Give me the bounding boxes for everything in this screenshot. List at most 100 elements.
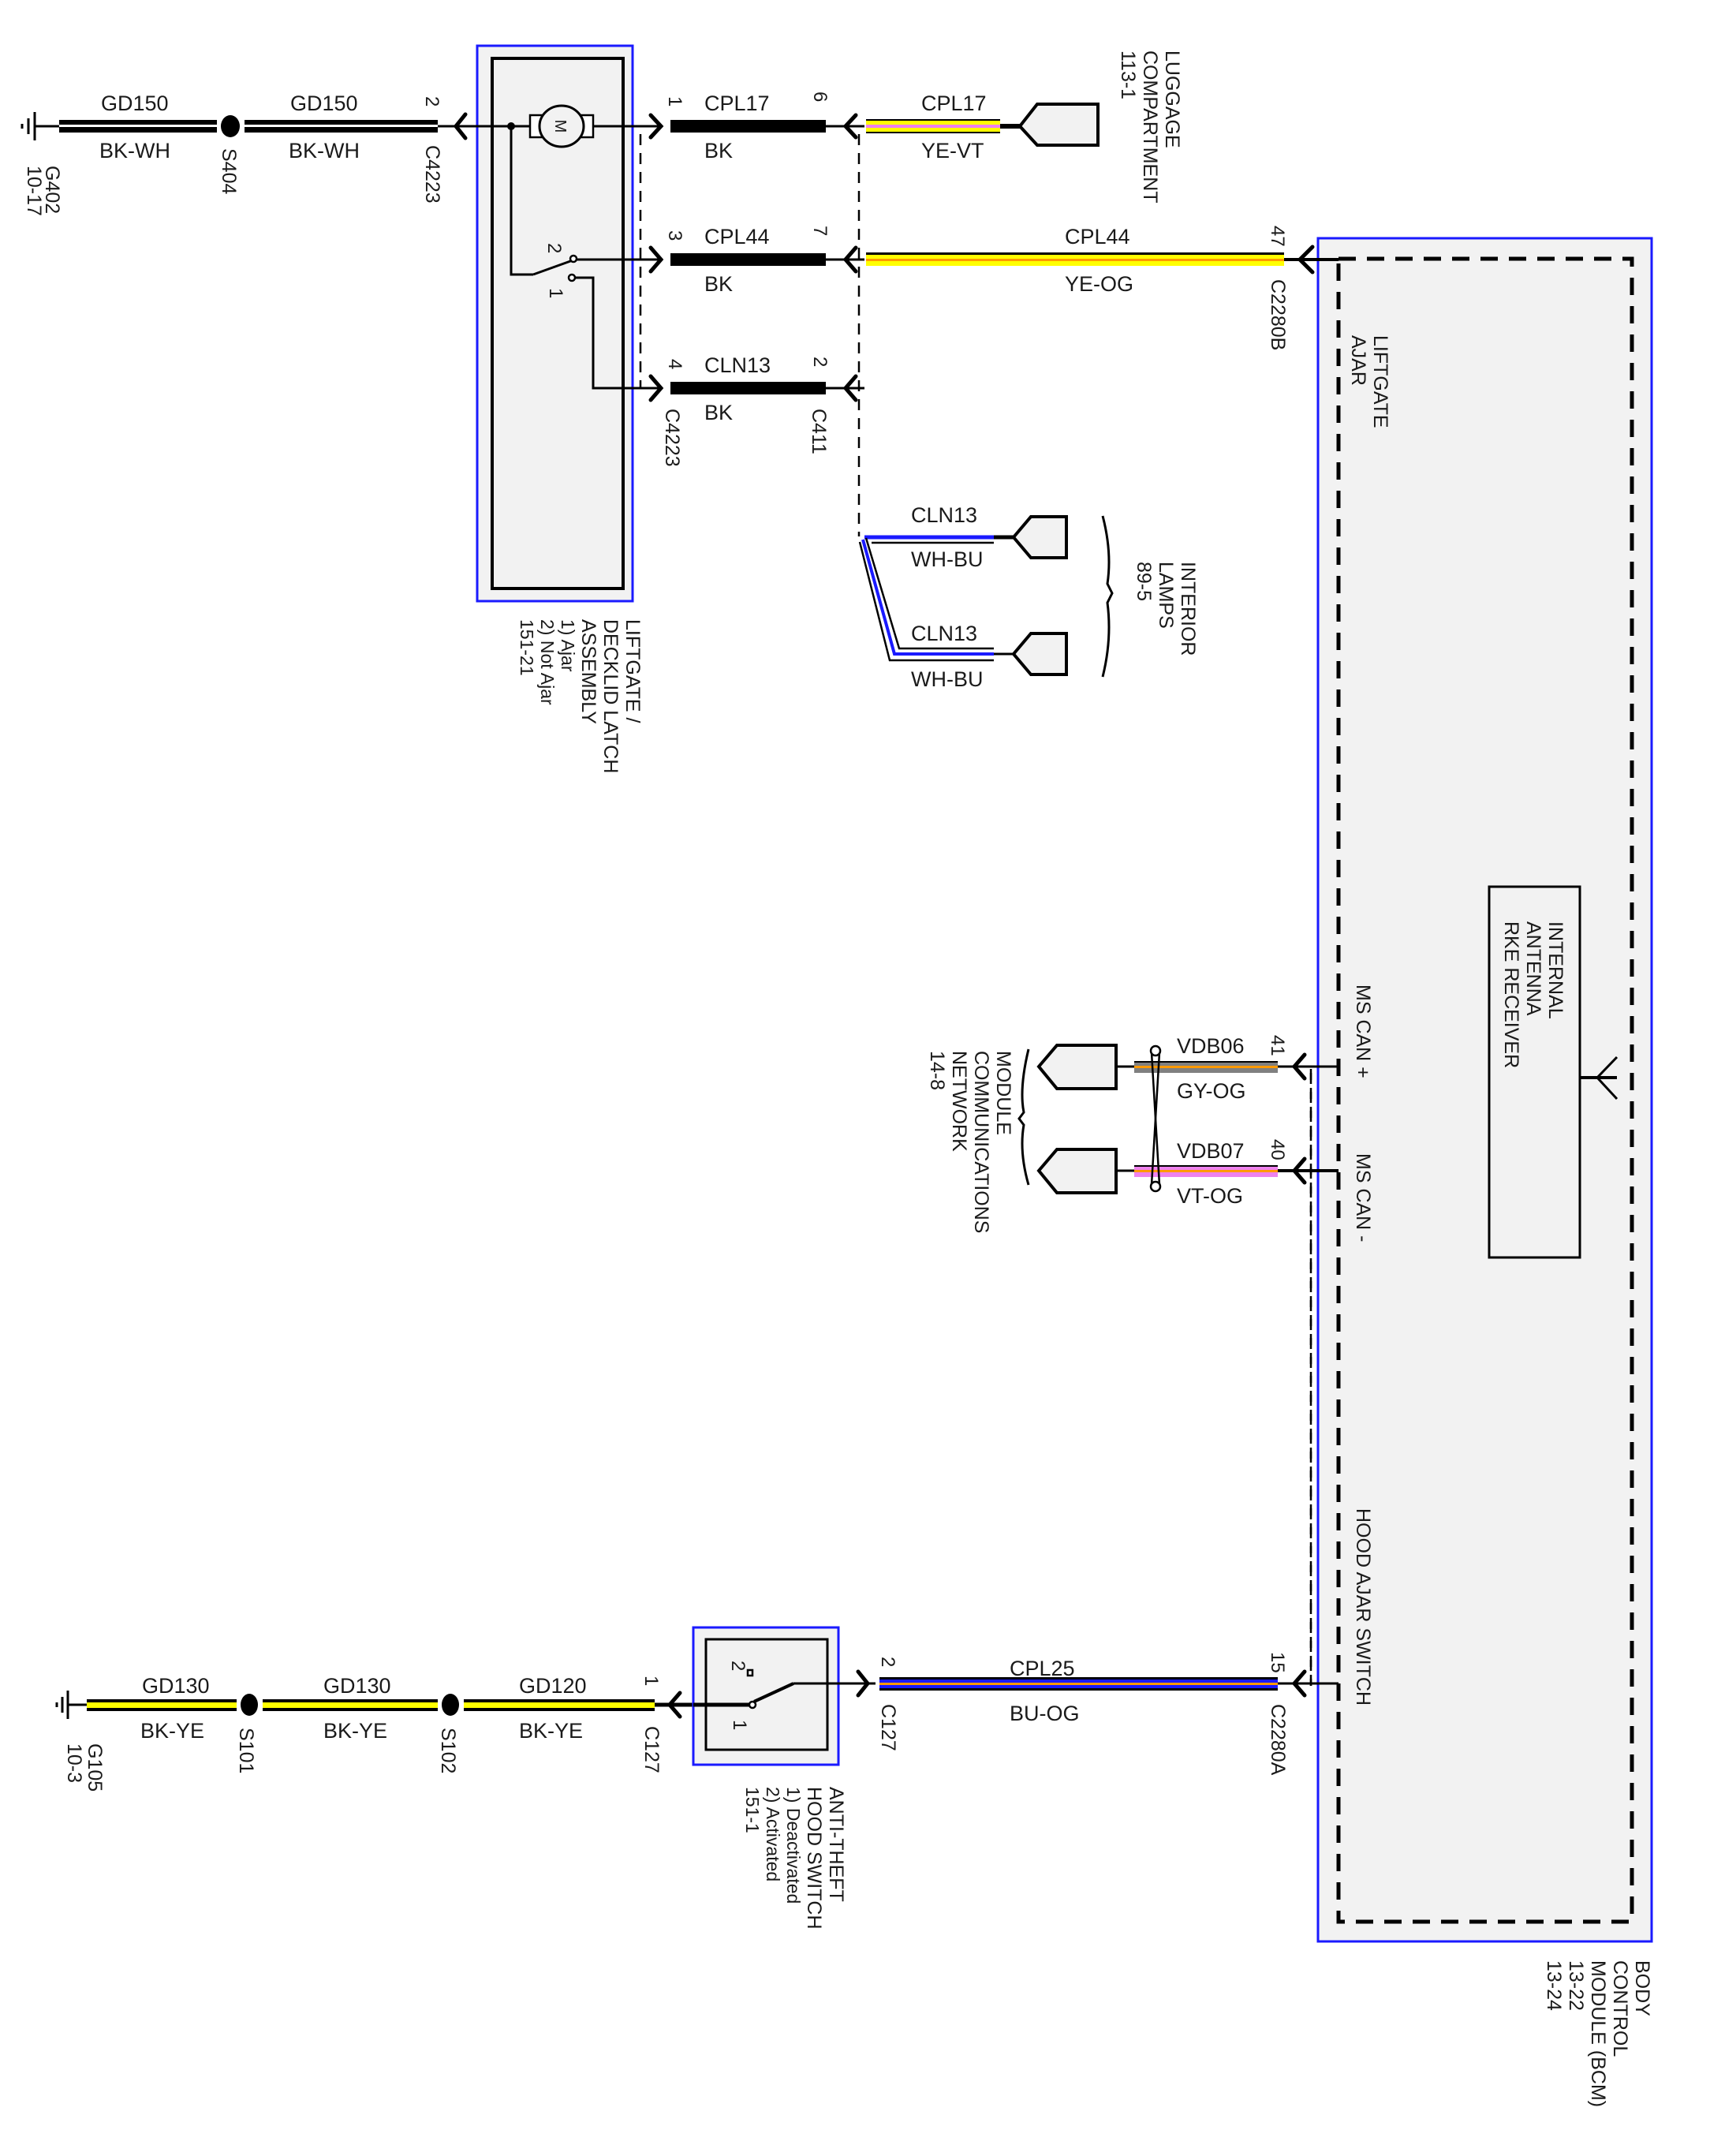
row1-circuit: CPL17 — [704, 92, 770, 115]
wire-cpl44-ye-og[interactable] — [866, 252, 1284, 266]
ground-icon — [21, 112, 59, 140]
interior-lamp-connector-2 — [1011, 632, 1068, 676]
wire-cpl44-bk[interactable] — [670, 253, 826, 266]
liftgate-row-cln13: 4 CLN13 BK 2 C4223 C411 — [648, 353, 864, 467]
hood-switch-label: ANTI-THEFT HOOD SWITCH 1) Deactivated 2)… — [742, 1787, 847, 1930]
connector-arrow-icon — [648, 245, 664, 274]
wire-cpl17-bk[interactable] — [670, 120, 826, 133]
liftgate-row-cpl44: 3 CPL44 BK 7 — [648, 225, 864, 296]
antenna-icon — [1580, 1056, 1619, 1100]
connector-arrow-icon — [842, 374, 858, 402]
hood-switch-label-line4: 2) Activated — [763, 1787, 783, 1881]
latch-label-line1: LIFTGATE / — [622, 619, 644, 723]
wire-gd150-a-circuit: GD150 — [101, 92, 169, 115]
wire-gd130-a-color: BK-YE — [140, 1719, 204, 1743]
bcm-label-ms-can-minus: MS CAN - — [1352, 1153, 1374, 1242]
wire-gd150-b-circuit: GD150 — [290, 92, 358, 115]
latch-switch-pin-1: 1 — [545, 288, 566, 298]
wire-gd120-circuit: GD120 — [519, 1674, 587, 1698]
bcm-label-hood-ajar-switch: HOOD AJAR SWITCH — [1352, 1508, 1374, 1706]
bcm-label-line3: MODULE (BCM) — [1587, 1960, 1609, 2107]
motor-label: M — [551, 120, 569, 133]
c2280b-pin-47: 47 — [1267, 226, 1288, 247]
splice-s101-label: S101 — [235, 1728, 257, 1773]
row3-pin-right: 2 — [809, 357, 831, 367]
bcm-label-line4: 13-22 — [1565, 1960, 1587, 2011]
bcm-internal-boundary — [1336, 256, 1634, 1924]
connector-arrow-icon — [1291, 1669, 1307, 1698]
lamps-label-line2: LAMPS — [1155, 562, 1177, 629]
comm-label-line4: 14-8 — [926, 1051, 948, 1090]
lamps-brace-icon — [1101, 515, 1114, 678]
rke-receiver: INTERNAL ANTENNA RKE RECEIVER — [1488, 885, 1619, 1259]
hood-switch-pin-1: 1 — [729, 1720, 750, 1730]
wire-gd130-b[interactable] — [263, 1699, 438, 1711]
wire-gd120-color: BK-YE — [519, 1719, 583, 1743]
connector-arrow-icon — [1297, 245, 1315, 275]
splice-s101 — [241, 1694, 258, 1716]
wire-cpl17-ye-vt[interactable] — [866, 119, 1000, 133]
latch-label-line4: 1) Ajar — [558, 619, 578, 672]
row2-circuit: CPL44 — [704, 225, 770, 248]
lamp1-circuit: CLN13 — [911, 503, 977, 527]
wire-cpl25-bu-og[interactable] — [879, 1677, 1278, 1691]
wire-vdb06-gy-og[interactable] — [1134, 1061, 1278, 1073]
liftgate-latch-assembly: M 2 1 LIFTGATE / DECKLID LATCH ASSEMBLY … — [476, 44, 663, 773]
wire-cln13-bk[interactable] — [670, 382, 826, 394]
c2280a-pin-15: 15 — [1267, 1652, 1288, 1673]
row1-color: BK — [704, 139, 733, 163]
lamps-label-line1: INTERIOR — [1177, 562, 1199, 656]
body-control-module: LIFTGATE AJAR MS CAN + MS CAN - HOOD AJA… — [1316, 237, 1653, 2107]
twisted-pair-icon — [1149, 1044, 1162, 1193]
connector-arrow-icon — [453, 112, 468, 140]
splice-s102-label: S102 — [437, 1728, 459, 1773]
ground-g402-id: G402 — [41, 166, 63, 214]
c4223-label-top: C4223 — [421, 145, 443, 204]
hood-switch-icon — [746, 1668, 794, 1709]
wire-gd150-b[interactable] — [245, 120, 438, 133]
hood-switch-label-line1: ANTI-THEFT — [825, 1787, 847, 1902]
wire-cln13-wh-bu-2[interactable] — [858, 537, 994, 662]
wire-gd150-a[interactable] — [59, 120, 217, 133]
connector-arrow-icon — [1291, 1156, 1307, 1185]
hood-ground-circuit: G105 10-3 GD130 BK-YE S101 GD130 BK-YE S… — [55, 1674, 706, 1792]
row1-pin-left: 1 — [664, 96, 685, 106]
lamp2-circuit: CLN13 — [911, 622, 977, 645]
module-comm-connector-1 — [1036, 1044, 1118, 1090]
hood-ajar-branch: 2 C127 CPL25 BU-OG 15 C2280A — [856, 1652, 1339, 1776]
lamp2-color: WH-BU — [911, 667, 983, 691]
c4223-pin-2: 2 — [421, 96, 442, 106]
interior-lamps-branch: CLN13 WH-BU CLN13 WH-BU INTERIOR LAMPS 8… — [858, 503, 1199, 691]
bcm-label-line5: 13-24 — [1543, 1960, 1565, 2011]
wire-gd150-a-color: BK-WH — [99, 139, 170, 163]
top-ground-circuit: G402 10-17 GD150 BK-WH S404 GD150 BK-WH … — [21, 92, 476, 216]
vdb06-color: GY-OG — [1177, 1079, 1246, 1103]
lamps-label-line3: 89-5 — [1133, 562, 1155, 601]
interior-lamp-connector-1 — [1011, 515, 1068, 559]
can-pin-40: 40 — [1267, 1139, 1288, 1160]
liftgate-row-cpl17: 1 CPL17 BK 6 — [648, 92, 864, 163]
luggage-connector — [1017, 103, 1100, 147]
connector-arrow-icon — [842, 245, 858, 274]
hood-switch-pin-2: 2 — [727, 1661, 749, 1671]
row3-circuit: CLN13 — [704, 353, 771, 377]
row2-pin-right: 7 — [809, 226, 831, 236]
rke-label-line1: INTERNAL — [1544, 921, 1566, 1019]
luggage-wire-color: YE-VT — [921, 139, 984, 163]
row3-color: BK — [704, 401, 733, 424]
ground-icon — [55, 1691, 87, 1719]
wire-gd130-b-color: BK-YE — [323, 1719, 387, 1743]
luggage-label-line2: COMPARTMENT — [1139, 50, 1161, 204]
wire-vdb07-vt-og[interactable] — [1134, 1165, 1278, 1177]
c127-label-right: C127 — [877, 1704, 899, 1751]
wire-gd120[interactable] — [464, 1699, 655, 1711]
wire-gd130-a[interactable] — [87, 1699, 237, 1711]
c127-pin-2: 2 — [877, 1657, 898, 1667]
wire-gd130-b-circuit: GD130 — [323, 1674, 391, 1698]
wire-cln13-wh-bu-1[interactable] — [864, 535, 994, 544]
anti-theft-hood-switch: 2 1 ANTI-THEFT HOOD SWITCH 1) Deactivate… — [692, 1626, 876, 1930]
module-comm-connector-2 — [1036, 1148, 1118, 1194]
luggage-compartment-branch: CPL17 YE-VT LUGGAGE COMPARTMENT 113-1 — [866, 50, 1183, 204]
connector-arrow-icon — [856, 1669, 871, 1698]
